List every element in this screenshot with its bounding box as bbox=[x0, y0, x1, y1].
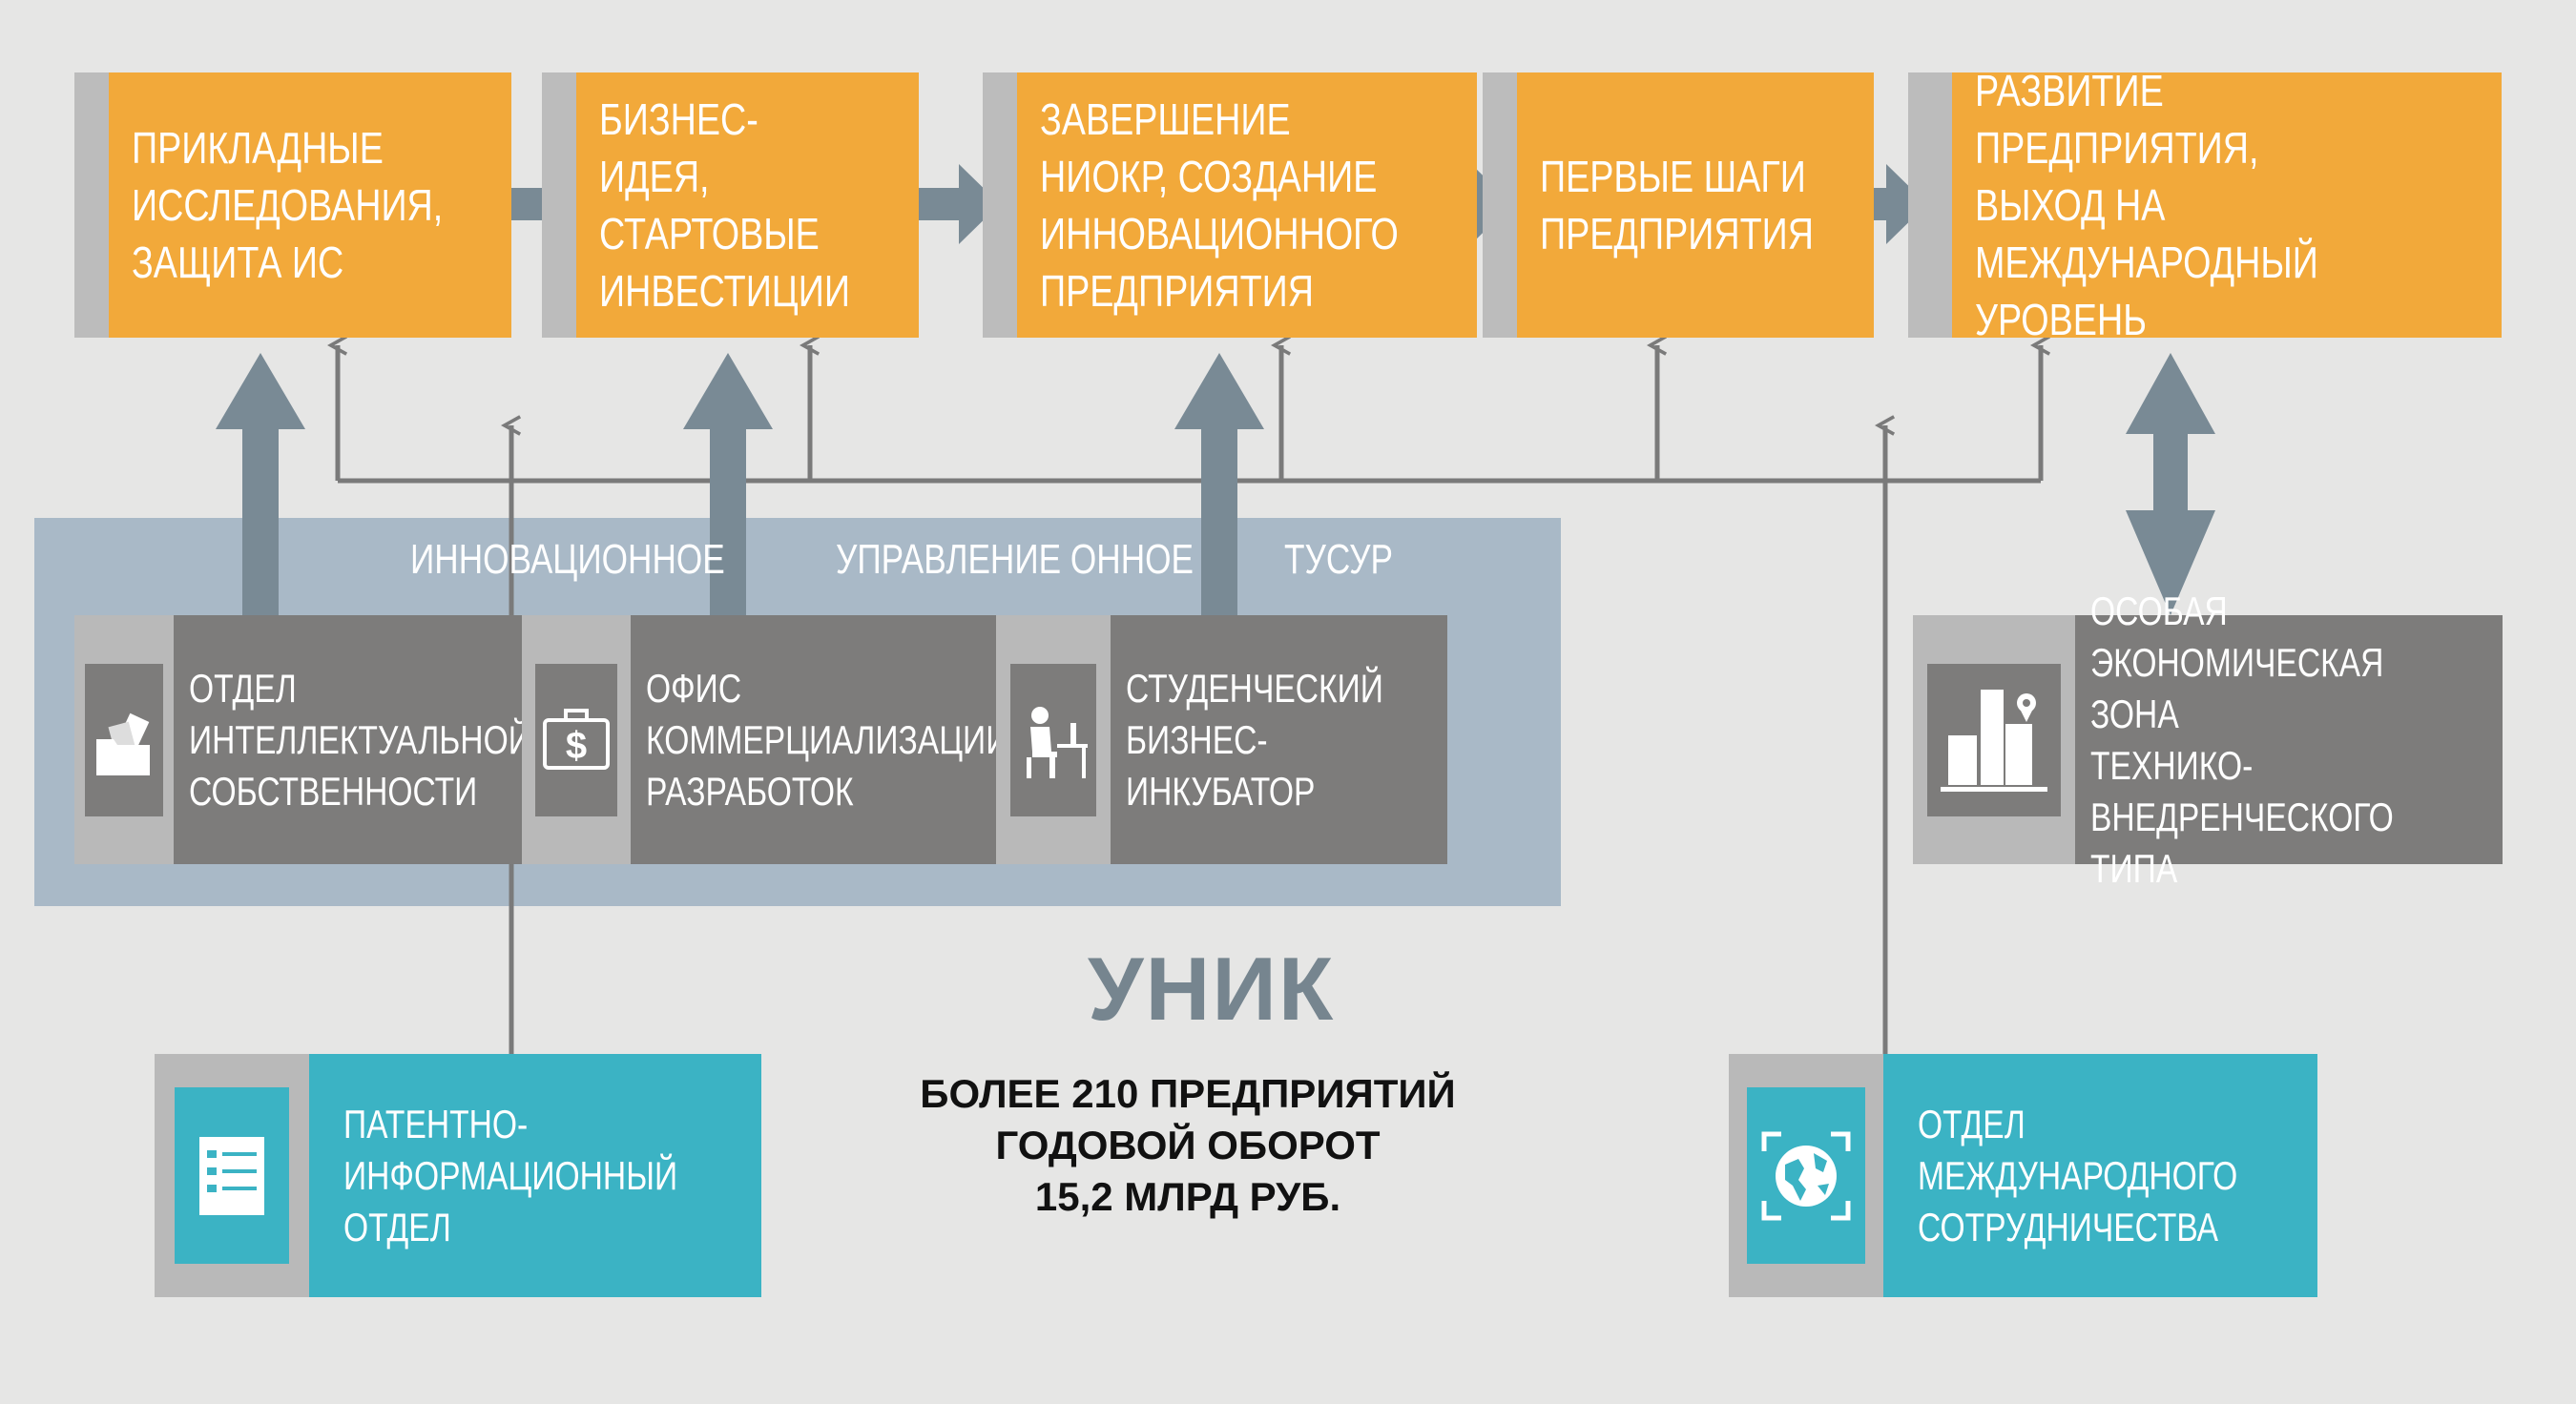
stage-body: ПРИКЛАДНЫЕ ИССЛЕДОВАНИЯ, ЗАЩИТА ИС bbox=[109, 72, 511, 338]
unit-icon-box bbox=[1913, 615, 2075, 864]
incubator-up-arrow bbox=[1174, 353, 1264, 615]
stage-label: ПРИКЛАДНЫЕ ИССЛЕДОВАНИЯ, ЗАЩИТА ИС bbox=[132, 123, 444, 287]
stage-side-bar bbox=[1908, 72, 1952, 338]
stage-business-idea: БИЗНЕС-ИДЕЯ, СТАРТОВЫЕ ИНВЕСТИЦИИ bbox=[542, 72, 919, 338]
unit-commercialization: $ ОФИС КОММЕРЦИАЛИЗАЦИИ РАЗРАБОТОК bbox=[522, 615, 1100, 864]
stage-side-bar bbox=[983, 72, 1017, 338]
stage-label: БИЗНЕС-ИДЕЯ, СТАРТОВЫЕ ИНВЕСТИЦИИ bbox=[599, 94, 850, 316]
unit-icon-tile bbox=[85, 663, 163, 816]
unit-icon-tile: $ bbox=[535, 663, 617, 816]
stage-side-bar bbox=[1483, 72, 1517, 338]
stage-development: РАЗВИТИЕ ПРЕДПРИЯТИЯ, ВЫХОД НА МЕЖДУНАРО… bbox=[1908, 66, 2502, 344]
shared-support-bus bbox=[338, 345, 2041, 484]
stage-rnd-completion: ЗАВЕРШЕНИЕ НИОКР, СОЗДАНИЕ ИННОВАЦИОННОГ… bbox=[983, 72, 1478, 338]
globe-icon bbox=[1761, 1131, 1851, 1220]
unit-label: ОСОБАЯ ЭКОНОМИЧЕСКАЯ ЗОНА ТЕХНИКО- ВНЕДР… bbox=[2090, 588, 2394, 891]
management-heading-3: ТУСУР bbox=[1284, 536, 1393, 583]
city-buildings-icon bbox=[1941, 689, 2047, 792]
commercial-up-arrow bbox=[683, 353, 773, 615]
sez-double-arrow bbox=[2126, 353, 2215, 615]
stage-body: ПЕРВЫЕ ШАГИ ПРЕДПРИЯТИЯ bbox=[1517, 72, 1874, 338]
unit-icon-box bbox=[74, 615, 174, 864]
stage-body: БИЗНЕС-ИДЕЯ, СТАРТОВЫЕ ИНВЕСТИЦИИ bbox=[576, 72, 919, 338]
unit-label: ОТДЕЛ ИНТЕЛЛЕКТУАЛЬНОЙ СОБСТВЕННОСТИ bbox=[189, 665, 531, 814]
unik-stats: БОЛЕЕ 210 ПРЕДПРИЯТИЙ ГОДОВОЙ ОБОРОТ 15,… bbox=[859, 1068, 1517, 1223]
flow-arrow-4 bbox=[1846, 164, 1927, 244]
unit-label: ОТДЕЛ МЕЖДУНАРОДНОГО СОТРУДНИЧЕСТВА bbox=[1918, 1101, 2238, 1249]
stage-side-bar bbox=[74, 72, 109, 338]
stage-label: ПЕРВЫЕ ШАГИ ПРЕДПРИЯТИЯ bbox=[1540, 152, 1814, 258]
unit-icon-tile bbox=[175, 1087, 289, 1264]
unit-student-incubator: СТУДЕНЧЕСКИЙ БИЗНЕС- ИНКУБАТОР bbox=[996, 615, 1448, 864]
unit-icon-tile bbox=[1927, 663, 2061, 816]
unit-icon-box bbox=[996, 615, 1111, 864]
unit-label-box: ОТДЕЛ МЕЖДУНАРОДНОГО СОТРУДНИЧЕСТВА bbox=[1883, 1054, 2318, 1297]
unit-patent-information: ПАТЕНТНО- ИНФОРМАЦИОННЫЙ ОТДЕЛ bbox=[155, 1054, 761, 1297]
stage-label: РАЗВИТИЕ ПРЕДПРИЯТИЯ, ВЫХОД НА МЕЖДУНАРО… bbox=[1975, 66, 2318, 344]
stage-body: ЗАВЕРШЕНИЕ НИОКР, СОЗДАНИЕ ИННОВАЦИОННОГ… bbox=[1017, 72, 1478, 338]
unit-label-box: ОСОБАЯ ЭКОНОМИЧЕСКАЯ ЗОНА ТЕХНИКО- ВНЕДР… bbox=[2075, 588, 2503, 891]
stage-first-steps: ПЕРВЫЕ ШАГИ ПРЕДПРИЯТИЯ bbox=[1483, 72, 1874, 338]
unit-icon-box bbox=[1729, 1054, 1883, 1297]
stage-applied-research: ПРИКЛАДНЫЕ ИССЛЕДОВАНИЯ, ЗАЩИТА ИС bbox=[74, 72, 511, 338]
flow-arrow-2 bbox=[919, 164, 1000, 244]
unit-label: СТУДЕНЧЕСКИЙ БИЗНЕС- ИНКУБАТОР bbox=[1126, 665, 1383, 814]
unit-label-box: ПАТЕНТНО- ИНФОРМАЦИОННЫЙ ОТДЕЛ bbox=[309, 1054, 761, 1297]
unit-label-box: СТУДЕНЧЕСКИЙ БИЗНЕС- ИНКУБАТОР bbox=[1111, 615, 1448, 864]
unik-stat-companies: БОЛЕЕ 210 ПРЕДПРИЯТИЙ bbox=[920, 1071, 1456, 1116]
management-heading-1: ИННОВАЦИОННОЕ bbox=[410, 536, 725, 583]
unit-label: ОФИС КОММЕРЦИАЛИЗАЦИИ РАЗРАБОТОК bbox=[646, 665, 1009, 814]
folder-documents-icon bbox=[96, 712, 150, 775]
document-list-icon bbox=[199, 1136, 264, 1215]
ip-up-arrow bbox=[216, 353, 305, 615]
unik-stat-turnover-value: 15,2 МЛРД РУБ. bbox=[1034, 1174, 1341, 1219]
unit-international-cooperation: ОТДЕЛ МЕЖДУНАРОДНОГО СОТРУДНИЧЕСТВА bbox=[1729, 1054, 2318, 1297]
unit-support-arrows bbox=[216, 353, 2215, 615]
stage-body: РАЗВИТИЕ ПРЕДПРИЯТИЯ, ВЫХОД НА МЕЖДУНАРО… bbox=[1952, 66, 2502, 344]
svg-text:$: $ bbox=[566, 725, 587, 767]
unit-label: ПАТЕНТНО- ИНФОРМАЦИОННЫЙ ОТДЕЛ bbox=[343, 1101, 678, 1249]
unik-stat-turnover-label: ГОДОВОЙ ОБОРОТ bbox=[995, 1123, 1381, 1167]
unit-icon-box: $ bbox=[522, 615, 631, 864]
unit-special-economic-zone: ОСОБАЯ ЭКОНОМИЧЕСКАЯ ЗОНА ТЕХНИКО- ВНЕДР… bbox=[1913, 588, 2503, 891]
management-heading-2: УПРАВЛЕНИЕ ОННОЕ bbox=[836, 536, 1194, 583]
person-at-computer-icon bbox=[1027, 706, 1088, 778]
unit-icon-tile bbox=[1010, 663, 1096, 816]
unit-icon-box bbox=[155, 1054, 309, 1297]
stage-label: ЗАВЕРШЕНИЕ НИОКР, СОЗДАНИЕ ИННОВАЦИОННОГ… bbox=[1040, 94, 1399, 316]
unik-title: УНИК bbox=[1088, 939, 1336, 1039]
unit-icon-tile bbox=[1747, 1087, 1865, 1264]
stage-side-bar bbox=[542, 72, 576, 338]
money-case-icon: $ bbox=[543, 708, 610, 770]
unit-intellectual-property: ОТДЕЛ ИНТЕЛЛЕКТУАЛЬНОЙ СОБСТВЕННОСТИ bbox=[74, 615, 617, 864]
